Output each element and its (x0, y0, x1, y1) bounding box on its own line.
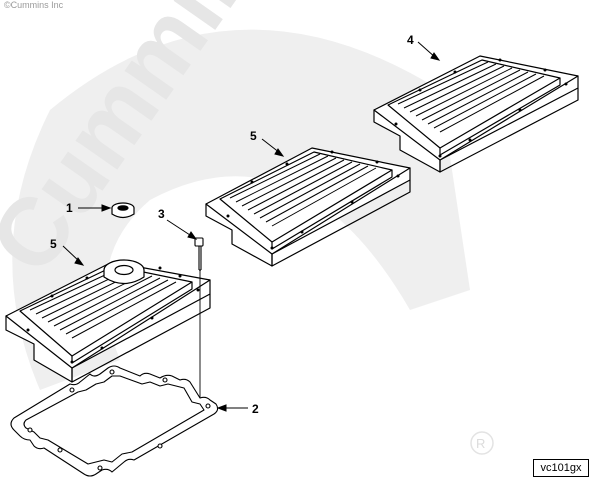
svg-text:R: R (476, 436, 485, 451)
gasket-part-2 (10, 365, 219, 477)
bolt-part-3 (194, 237, 204, 271)
fill-plug-part-1 (111, 202, 135, 219)
callout-1: 1 (66, 201, 73, 215)
callout-3: 3 (158, 207, 165, 221)
copyright-notice: ©Cummins Inc (4, 0, 64, 10)
callout-4: 4 (407, 33, 414, 47)
oil-pan-part-5-lower (5, 259, 211, 383)
callout-5-lower: 5 (50, 237, 57, 251)
oil-pan-part-5-middle (205, 147, 411, 267)
oil-pan-part-4 (373, 55, 579, 173)
leader-lines (62, 41, 441, 412)
drawing-id-label: vc101gx (533, 459, 589, 477)
callout-2: 2 (252, 402, 259, 416)
callout-5-middle: 5 (250, 129, 257, 143)
